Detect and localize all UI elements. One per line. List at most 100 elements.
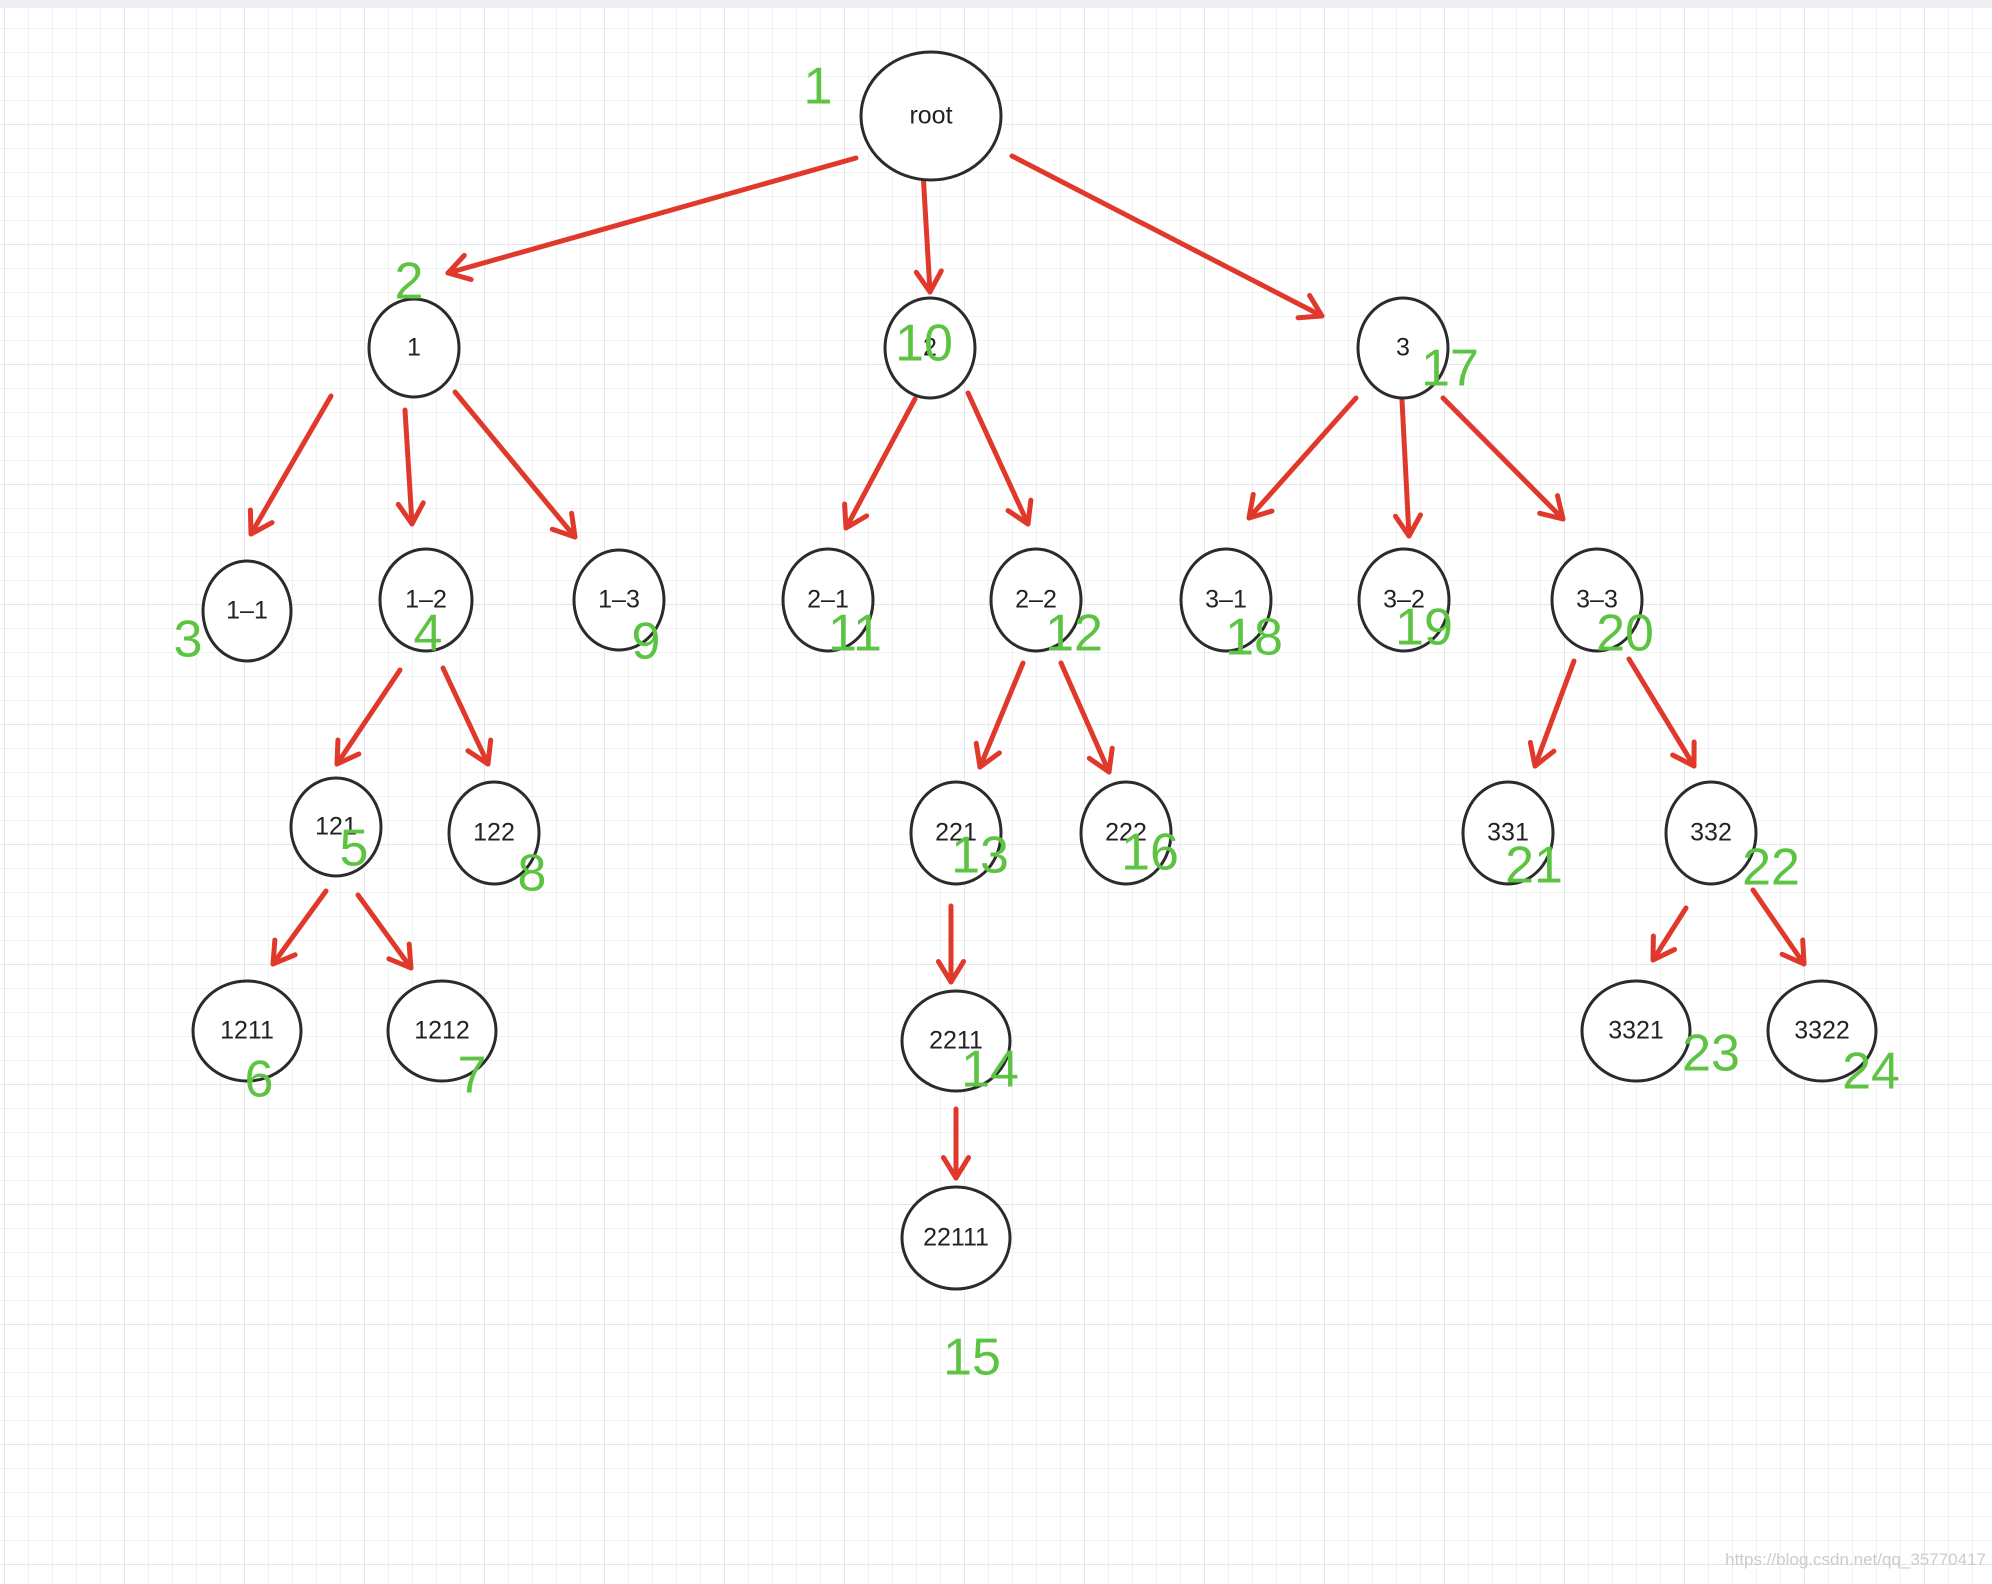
tree-node-n1211: 1211 bbox=[191, 979, 303, 1083]
edge-line bbox=[1058, 660, 1112, 775]
edge-line bbox=[1532, 658, 1577, 769]
tree-node-n1212: 1212 bbox=[386, 979, 498, 1083]
edge-line bbox=[402, 407, 415, 527]
node-circle bbox=[289, 776, 383, 878]
edge-arrow-root-to-n2 bbox=[913, 169, 944, 295]
arrowhead bbox=[935, 959, 967, 985]
visit-order-number: 16 bbox=[1121, 824, 1179, 882]
node-label: 1211 bbox=[220, 1017, 274, 1045]
visit-order-number: 24 bbox=[1842, 1043, 1900, 1101]
node-circle bbox=[1664, 780, 1758, 886]
tree-node-n3: 3 bbox=[1356, 296, 1450, 400]
edge-line bbox=[452, 389, 578, 540]
node-label: 222 bbox=[1105, 819, 1147, 847]
node-circle bbox=[900, 1185, 1012, 1291]
arrowhead bbox=[913, 268, 944, 295]
edge-arrow-n2-to-n2-2 bbox=[965, 390, 1034, 527]
visit-order-number: 17 bbox=[1421, 340, 1479, 398]
node-circle bbox=[201, 559, 293, 663]
node-circle bbox=[1079, 780, 1173, 886]
visit-order-number: 12 bbox=[1045, 605, 1103, 663]
top-border bbox=[0, 0, 1992, 8]
arrowhead bbox=[386, 941, 414, 971]
arrowhead bbox=[1246, 491, 1275, 521]
arrowhead bbox=[549, 510, 578, 540]
visit-order-number: 19 bbox=[1395, 599, 1453, 657]
arrowhead bbox=[465, 737, 494, 767]
tree-node-n122: 122 bbox=[447, 780, 541, 886]
tree-node-n2: 2 bbox=[883, 296, 977, 400]
node-circle bbox=[1580, 979, 1692, 1083]
edge-arrow-root-to-n1 bbox=[445, 155, 859, 283]
arrowhead bbox=[1295, 292, 1325, 321]
node-label: 221 bbox=[935, 819, 977, 847]
edge-arrow-n332-to-n3322 bbox=[1750, 887, 1807, 967]
node-circle bbox=[989, 547, 1083, 653]
tree-node-n22111: 22111 bbox=[900, 1185, 1012, 1291]
visit-order-number: 21 bbox=[1505, 837, 1563, 895]
tree-node-n3321: 3321 bbox=[1580, 979, 1692, 1083]
edge-arrow-n3-to-n3-2 bbox=[1392, 397, 1423, 539]
node-circle bbox=[1179, 547, 1273, 653]
edge-line bbox=[440, 665, 491, 767]
edge-line bbox=[355, 892, 414, 971]
node-label: 1–2 bbox=[405, 586, 447, 614]
tree-node-n121: 121 bbox=[289, 776, 383, 878]
edge-line bbox=[334, 667, 403, 767]
edge-arrow-n1-to-n1-2 bbox=[395, 407, 426, 527]
visit-order-number: 6 bbox=[245, 1051, 274, 1109]
node-circle bbox=[572, 548, 666, 652]
visit-order-number: 4 bbox=[414, 605, 443, 663]
visit-order-number: 18 bbox=[1225, 609, 1283, 667]
visit-order-number: 14 bbox=[961, 1041, 1019, 1099]
visit-order-number: 8 bbox=[518, 845, 547, 903]
tree-node-n332: 332 bbox=[1664, 780, 1758, 886]
edge-line bbox=[1650, 905, 1689, 963]
tree-node-n3-3: 3–3 bbox=[1550, 547, 1644, 653]
edge-arrow-n121-to-n1212 bbox=[355, 892, 414, 971]
edge-line bbox=[920, 169, 933, 295]
node-circle bbox=[1766, 979, 1878, 1083]
node-circle bbox=[386, 979, 498, 1083]
tree-node-n331: 331 bbox=[1461, 780, 1555, 886]
visit-order-number: 23 bbox=[1682, 1025, 1740, 1083]
visit-order-number: 3 bbox=[174, 611, 203, 669]
node-circle bbox=[1357, 547, 1451, 653]
arrowhead bbox=[247, 507, 275, 537]
edge-arrow-n3-to-n3-3 bbox=[1440, 395, 1566, 522]
tree-node-n3322: 3322 bbox=[1766, 979, 1878, 1083]
tree-node-n2211: 2211 bbox=[900, 989, 1012, 1093]
tree-node-n2-1: 2–1 bbox=[781, 547, 875, 653]
tree-node-n1-2: 1–2 bbox=[378, 547, 474, 653]
edge-arrow-n1-to-n1-3 bbox=[452, 389, 578, 540]
node-circle bbox=[781, 547, 875, 653]
arrowhead bbox=[270, 937, 298, 967]
node-circle bbox=[883, 296, 977, 400]
edge-arrow-n1-2-to-n121 bbox=[334, 667, 403, 767]
tree-node-n3-2: 3–2 bbox=[1357, 547, 1451, 653]
node-label: 2 bbox=[923, 334, 937, 362]
arrowhead bbox=[395, 500, 426, 527]
node-label: 332 bbox=[1690, 819, 1732, 847]
tree-node-root: root bbox=[859, 50, 1003, 182]
arrowhead bbox=[973, 740, 1002, 770]
node-circle bbox=[378, 547, 474, 653]
node-label: 1 bbox=[407, 334, 421, 362]
visit-order-number: 20 bbox=[1596, 605, 1654, 663]
visit-order-number: 15 bbox=[943, 1329, 1001, 1387]
arrowhead bbox=[1086, 745, 1115, 775]
node-circle bbox=[900, 989, 1012, 1093]
arrowhead bbox=[1392, 512, 1423, 539]
node-label: 3–3 bbox=[1576, 586, 1618, 614]
node-label: 2211 bbox=[929, 1027, 983, 1055]
edge-line bbox=[270, 888, 329, 967]
node-label: 1212 bbox=[414, 1017, 470, 1045]
node-label: 3 bbox=[1396, 334, 1410, 362]
arrowhead bbox=[940, 1155, 972, 1181]
node-circle bbox=[859, 50, 1003, 182]
arrowhead bbox=[1650, 933, 1678, 963]
visit-order-number: 11 bbox=[828, 605, 882, 663]
